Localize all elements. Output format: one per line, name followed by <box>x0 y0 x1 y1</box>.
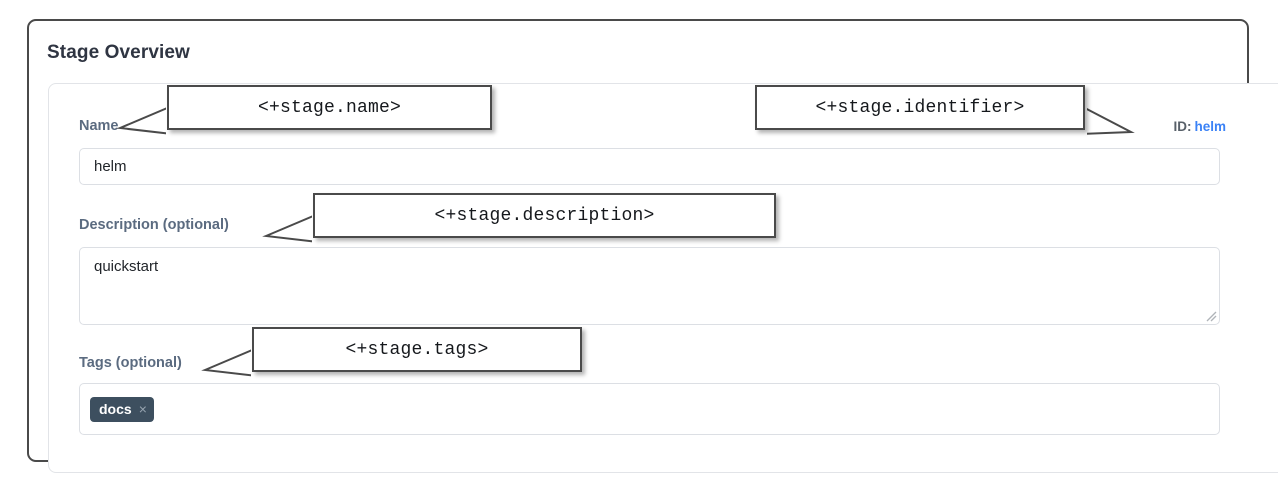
stage-identifier-annotation: <+stage.identifier> <box>755 85 1085 130</box>
description-field-label: Description (optional) <box>79 217 229 233</box>
tags-field-label: Tags (optional) <box>79 355 182 371</box>
identifier-key-label: ID: <box>1173 119 1192 134</box>
tag-chip-docs[interactable]: docs × <box>90 396 154 422</box>
tag-chip-label: docs <box>99 401 132 417</box>
tags-input[interactable]: docs × <box>79 383 1220 435</box>
name-field-label: Name <box>79 118 119 134</box>
identifier-value-link[interactable]: helm <box>1194 119 1226 134</box>
page-title: Stage Overview <box>47 42 190 63</box>
description-textarea[interactable] <box>79 247 1220 325</box>
description-textarea-wrap <box>79 247 1220 325</box>
stage-tags-annotation: <+stage.tags> <box>252 327 582 372</box>
stage-name-annotation: <+stage.name> <box>167 85 492 130</box>
stage-description-annotation: <+stage.description> <box>313 193 776 238</box>
tag-remove-icon[interactable]: × <box>138 401 147 417</box>
name-input[interactable] <box>79 148 1220 185</box>
stage-identifier-row: ID:helm <box>1173 119 1226 134</box>
